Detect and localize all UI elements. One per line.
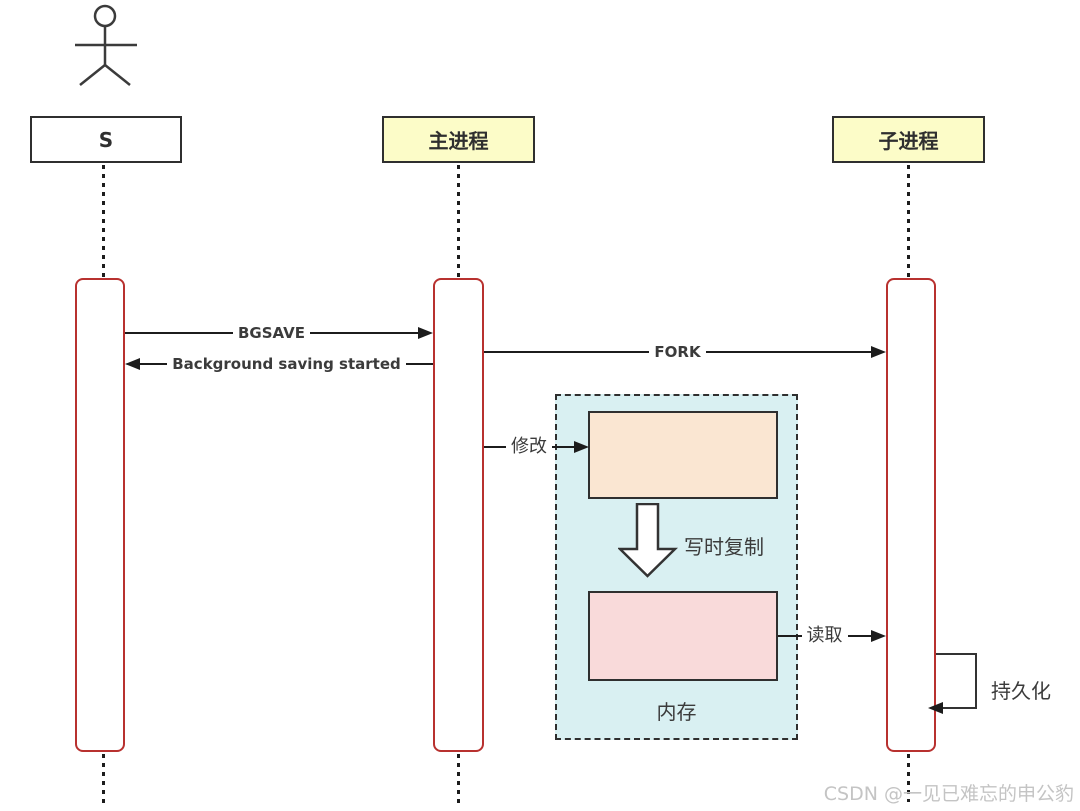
watermark-text: CSDN @一见已难忘的申公豹	[823, 783, 1074, 805]
arrowhead-right-icon	[574, 441, 589, 453]
message-read-label: 读取	[806, 625, 843, 646]
participant-s-box: S	[30, 116, 182, 163]
message-line	[552, 446, 574, 448]
memory-region-label: 内存	[656, 700, 697, 724]
activation-bar-child	[886, 278, 936, 752]
copy-on-write-block-arrow-icon	[618, 503, 678, 578]
self-message-persist-loop	[936, 653, 977, 709]
message-bgsave-label: BGSAVE	[238, 324, 305, 342]
lifeline-s-top	[102, 165, 105, 277]
self-message-persist-label: 持久化	[991, 679, 1051, 703]
activation-bar-s	[75, 278, 125, 752]
participant-main-process-box: 主进程	[382, 116, 535, 163]
lifeline-main-bottom	[457, 754, 460, 806]
message-line	[405, 363, 433, 365]
message-bgsave: BGSAVE	[125, 322, 433, 344]
message-read: 读取	[778, 625, 886, 647]
actor-icon	[75, 4, 137, 86]
participant-s-label: S	[98, 127, 114, 152]
message-line	[125, 332, 233, 334]
message-line	[484, 446, 506, 448]
message-line	[484, 351, 650, 353]
participant-child-process-box: 子进程	[832, 116, 985, 163]
message-line	[310, 332, 418, 334]
message-fork-label: FORK	[654, 343, 701, 361]
arrowhead-right-icon	[871, 346, 887, 358]
message-line	[705, 351, 872, 353]
message-background-saving-started: Background saving started	[125, 353, 433, 375]
lifeline-main-top	[457, 165, 460, 277]
message-line	[778, 635, 802, 637]
arrowhead-right-icon	[418, 327, 433, 339]
activation-bar-main	[433, 278, 484, 752]
message-background-saving-started-label: Background saving started	[172, 355, 401, 373]
message-modify-label: 修改	[511, 436, 547, 457]
participant-child-process-label: 子进程	[878, 129, 939, 153]
participant-main-process-label: 主进程	[428, 129, 489, 153]
message-line	[847, 635, 871, 637]
arrowhead-left-icon	[125, 358, 140, 370]
memory-block-original	[588, 411, 778, 499]
lifeline-child-top	[907, 165, 910, 277]
copy-on-write-label: 写时复制	[684, 535, 764, 559]
memory-block-copy	[588, 591, 778, 681]
lifeline-child-bottom	[907, 754, 910, 802]
arrowhead-right-icon	[871, 630, 886, 642]
message-line	[140, 363, 168, 365]
message-fork: FORK	[484, 341, 887, 363]
lifeline-s-bottom	[102, 754, 105, 806]
arrowhead-left-icon	[928, 702, 943, 714]
message-modify: 修改	[484, 436, 589, 458]
